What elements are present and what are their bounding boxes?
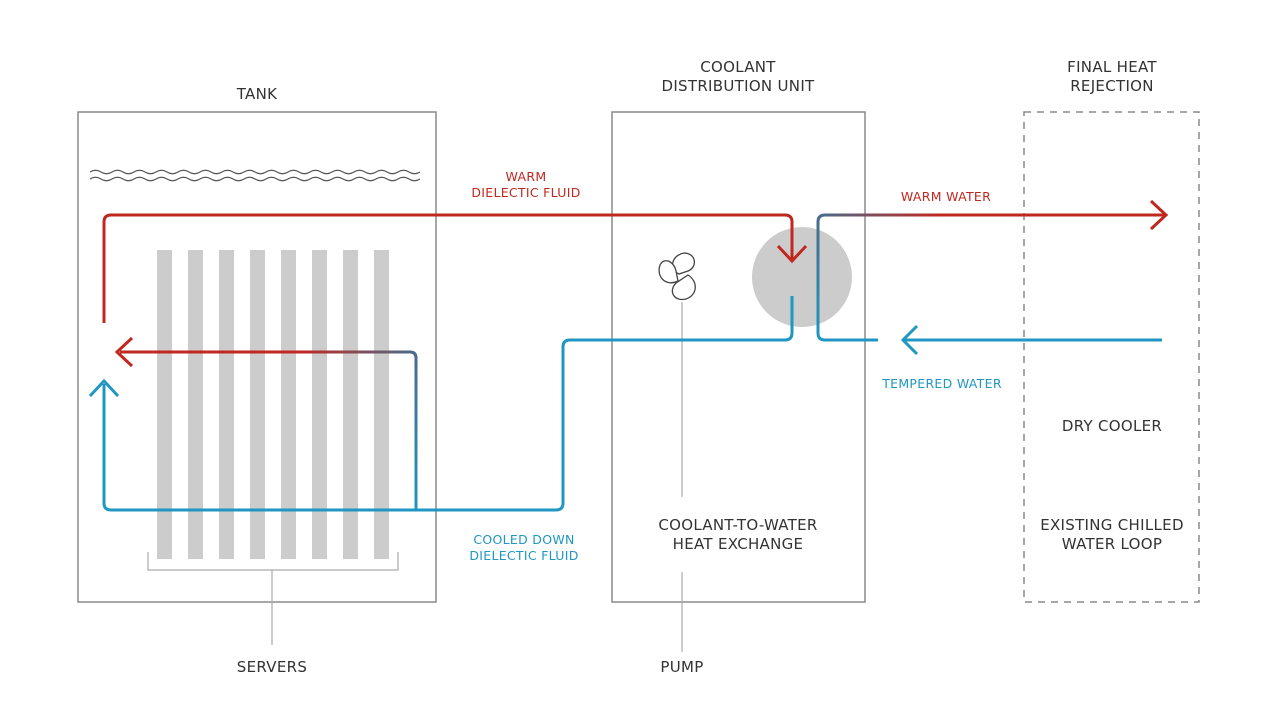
tank-return-arrowhead [114, 336, 134, 368]
server-blades [157, 250, 389, 559]
cdu-box [611, 111, 866, 603]
tank-box [77, 111, 437, 603]
server-blade [312, 250, 327, 559]
warm-fluid-arrowhead [776, 244, 808, 264]
cooled-fluid-arrowhead [88, 378, 120, 398]
pump-icon [658, 252, 706, 301]
cooled-fluid-label-line1: COOLED DOWN [473, 532, 574, 547]
warm-water-arrowhead [1149, 199, 1169, 231]
warm-fluid-label-line2: DIELECTIC FLUID [471, 185, 580, 200]
dry-cooler-label: DRY COOLER [1062, 417, 1162, 435]
server-blade [343, 250, 358, 559]
water-loop-connector [816, 213, 878, 342]
server-blade [188, 250, 203, 559]
heat-exchanger-icon [752, 227, 852, 327]
pump-label: PUMP [660, 658, 703, 676]
tempered-water-arrowhead [900, 324, 919, 356]
warm-fluid-label-line1: WARM [506, 169, 547, 184]
cooled-fluid-line [102, 296, 794, 512]
fhr-title-line2: REJECTION [1070, 77, 1154, 95]
warm-fluid-line [102, 213, 794, 323]
server-blade [157, 250, 172, 559]
cooled-fluid-label-line2: DIELECTIC FLUID [469, 548, 578, 563]
fhr-title-line1: FINAL HEAT [1067, 58, 1157, 76]
final-heat-rejection-box [1023, 111, 1200, 603]
warm-water-label: WARM WATER [901, 189, 991, 204]
tempered-water-label: TEMPERED WATER [881, 376, 1002, 391]
servers-bracket [147, 552, 399, 645]
server-blade [374, 250, 389, 559]
tank-title: TANK [236, 85, 278, 103]
heat-exchange-label-line1: COOLANT-TO-WATER [658, 516, 817, 534]
server-blade [219, 250, 234, 559]
cdu-title-line1: COOLANT [700, 58, 776, 76]
servers-label: SERVERS [237, 658, 307, 676]
wave-icon [89, 169, 421, 182]
chilled-loop-label-line2: WATER LOOP [1062, 535, 1162, 553]
cdu-title-line2: DISTRIBUTION UNIT [661, 77, 815, 95]
chilled-loop-label-line1: EXISTING CHILLED [1040, 516, 1184, 534]
heat-exchange-label-line2: HEAT EXCHANGE [673, 535, 804, 553]
server-blade [250, 250, 265, 559]
server-blade [281, 250, 296, 559]
